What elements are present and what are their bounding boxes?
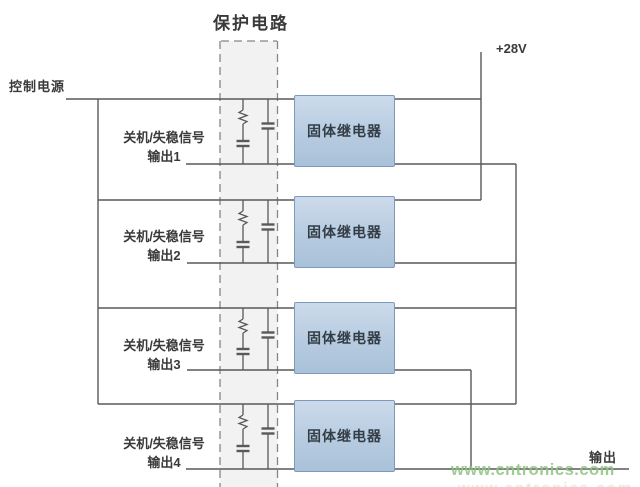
signal-output-label: 输出3	[147, 357, 181, 372]
rc-filter-row2	[236, 200, 275, 263]
resistor-icon	[237, 109, 249, 125]
dashed-boundary	[219, 40, 279, 487]
signal-label: 关机/失稳信号	[123, 229, 205, 244]
signal-output-label: 输出1	[147, 149, 181, 164]
relay-box-label: 固体继电器	[307, 123, 382, 139]
rc-filters	[236, 99, 275, 469]
row3-label: 关机/失稳信号 输出3	[104, 336, 224, 374]
protection-zone-shade	[220, 41, 278, 487]
rc-filter-row4	[236, 404, 275, 469]
row1-label: 关机/失稳信号 输出1	[104, 128, 224, 166]
rc-filter-row3	[236, 308, 275, 370]
rc-filter-row1	[236, 99, 275, 164]
watermark-faint: www.cntronics.com	[458, 480, 633, 487]
control-power-label: 控制电源	[9, 79, 66, 94]
relay-box-3: 固体继电器	[294, 302, 395, 374]
capacitor-icon	[261, 122, 275, 130]
capacitor-icon	[261, 223, 275, 231]
resistor-icon	[237, 210, 249, 226]
output-label: 输出	[589, 450, 618, 465]
capacitor-icon	[261, 427, 275, 435]
capacitor-icon	[236, 240, 250, 249]
relay-box-2: 固体继电器	[294, 196, 395, 268]
capacitor-icon	[261, 331, 275, 339]
signal-label: 关机/失稳信号	[123, 338, 205, 353]
signal-label: 关机/失稳信号	[123, 130, 205, 145]
signal-output-label: 输出2	[147, 248, 181, 263]
relay-box-label: 固体继电器	[307, 330, 382, 346]
watermark: www.cntronics.com	[451, 461, 615, 479]
resistor-icon	[237, 318, 249, 334]
resistor-icon	[237, 414, 249, 430]
relay-box-1: 固体继电器	[294, 95, 395, 167]
row2-label: 关机/失稳信号 输出2	[104, 227, 224, 265]
signal-label: 关机/失稳信号	[123, 436, 205, 451]
signal-output-label: 输出4	[147, 455, 181, 470]
capacitor-icon	[236, 444, 250, 453]
capacitor-icon	[236, 139, 250, 148]
capacitor-icon	[236, 347, 250, 356]
relay-box-label: 固体继电器	[307, 224, 382, 240]
relay-box-4: 固体继电器	[294, 400, 395, 472]
supply-voltage-label: +28V	[496, 41, 527, 56]
row4-label: 关机/失稳信号 输出4	[104, 434, 224, 472]
relay-box-label: 固体继电器	[307, 428, 382, 444]
diagram-title: 保护电路	[213, 14, 289, 33]
